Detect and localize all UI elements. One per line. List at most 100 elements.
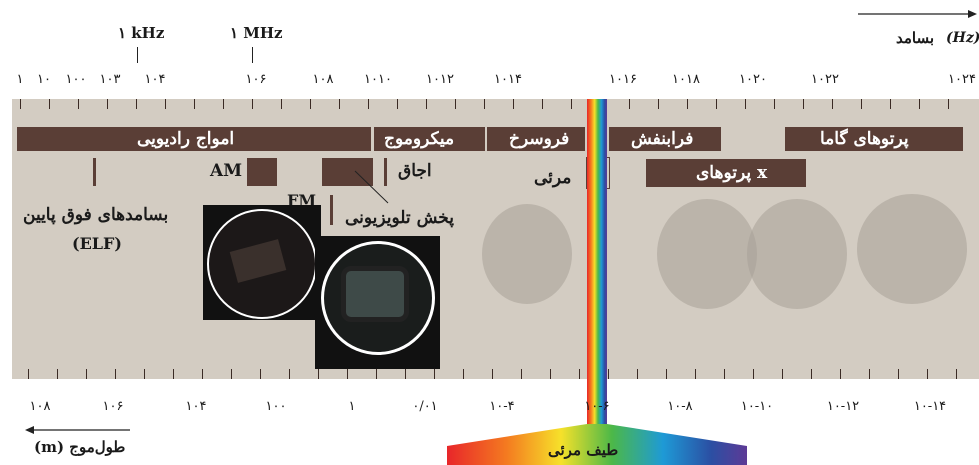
wavelength-tick (869, 369, 870, 379)
khz-label: ۱ kHz (118, 24, 165, 42)
wavelength-tick (28, 369, 29, 379)
frequency-tick (194, 99, 195, 109)
wavelength-tick-label: ۱۰۰ (265, 399, 287, 414)
ghost-image (747, 199, 847, 309)
wavelength-tick (898, 369, 899, 379)
band-gamma-label: پرتوهای گاما (820, 129, 909, 149)
mhz-line (252, 47, 253, 63)
frequency-tick (165, 99, 166, 109)
frequency-tick-label: ۱۰۲۴ (948, 72, 976, 87)
frequency-tick-label: ۱۰۰ (65, 72, 87, 87)
wavelength-tick (724, 369, 725, 379)
frequency-tick (484, 99, 485, 109)
tv-icon (341, 266, 409, 322)
am-label: AM (210, 161, 243, 181)
wavelength-tick (666, 369, 667, 379)
band-microwave-label: میکروموج (384, 129, 455, 149)
wavelength-tick (840, 369, 841, 379)
wavelength-tick-label: ۱۰-۴ (489, 399, 515, 414)
wavelength-tick (695, 369, 696, 379)
frequency-tick (832, 99, 833, 109)
frequency-tick (136, 99, 137, 109)
frequency-tick (948, 99, 949, 109)
band-radio-label: امواج رادیویی (137, 129, 235, 149)
wavelength-tick-label: ۱۰-۸ (667, 399, 693, 414)
elf-marker (93, 158, 96, 186)
frequency-tick (629, 99, 630, 109)
wavelength-tick-label: ۰/۰۱ (412, 399, 438, 414)
wavelength-tick-label: ۱ (348, 399, 356, 414)
band-gamma-rays: پرتوهای گاما (785, 127, 963, 151)
ghost-image (857, 194, 967, 304)
frequency-tick (455, 99, 456, 109)
ghost-image (657, 199, 757, 309)
wavelength-tick (956, 369, 957, 379)
radio-image (203, 205, 321, 320)
elf-label-abbr: (ELF) (72, 234, 122, 253)
frequency-tick (368, 99, 369, 109)
wavelength-tick (173, 369, 174, 379)
band-radio-waves: امواج رادیویی (17, 127, 371, 151)
khz-line (137, 47, 138, 63)
oven-label: اجاق (398, 161, 432, 181)
frequency-tick-label: ۱۰۱۲ (426, 72, 454, 87)
wavelength-tick (492, 369, 493, 379)
wavelength-tick (463, 369, 464, 379)
wavelength-tick-label: ۱۰۴ (185, 399, 207, 414)
wavelength-tick-label: ۱۰-۱۰ (740, 399, 774, 414)
frequency-tick (658, 99, 659, 109)
frequency-tick (78, 99, 79, 109)
frequency-tick (339, 99, 340, 109)
visible-spectrum-label: طیف مرئی (548, 441, 619, 459)
am-box (247, 158, 277, 186)
wavelength-tick (115, 369, 116, 379)
frequency-tick (774, 99, 775, 109)
wavelength-tick (927, 369, 928, 379)
frequency-tick (716, 99, 717, 109)
frequency-tick-label: ۱۰۱۰ (364, 72, 392, 87)
wavelength-tick (608, 369, 609, 379)
frequency-tick (571, 99, 572, 109)
wavelength-tick (637, 369, 638, 379)
frequency-tick (861, 99, 862, 109)
frequency-tick-label: ۱۰۱۶ (609, 72, 637, 87)
wavelength-tick (782, 369, 783, 379)
mhz-label: ۱ MHz (230, 24, 283, 42)
frequency-tick (426, 99, 427, 109)
wavelength-tick (260, 369, 261, 379)
frequency-tick (223, 99, 224, 109)
band-infrared: فروسرخ (487, 127, 585, 151)
wavelength-tick (753, 369, 754, 379)
frequency-tick (281, 99, 282, 109)
frequency-tick (745, 99, 746, 109)
frequency-axis-unit: (Hz) (946, 30, 979, 46)
frequency-tick-label: ۱۰ (37, 72, 51, 87)
frequency-tick (513, 99, 514, 109)
elf-label: بسامدهای فوق پایین (23, 205, 169, 225)
band-ultraviolet-label: فرابنفش (631, 129, 694, 149)
wavelength-tick-label: ۱۰-۱۲ (826, 399, 860, 414)
frequency-tick-label: ۱۰۲۲ (811, 72, 839, 87)
wavelength-tick (318, 369, 319, 379)
visible-label: مرئی (534, 168, 572, 188)
wavelength-tick (434, 369, 435, 379)
television-image (315, 236, 440, 369)
frequency-tick-label: ۱۰۱۸ (672, 72, 700, 87)
frequency-tick-label: ۱۰۱۴ (494, 72, 522, 87)
frequency-tick (252, 99, 253, 109)
frequency-tick-label: ۱۰۴ (144, 72, 166, 87)
frequency-tick-label: ۱۰۸ (312, 72, 334, 87)
wavelength-tick (347, 369, 348, 379)
frequency-tick (803, 99, 804, 109)
wavelength-tick (86, 369, 87, 379)
band-xray-label: پرتوهای x (696, 163, 768, 183)
fm-marker (330, 195, 333, 225)
frequency-tick (107, 99, 108, 109)
wavelength-tick (144, 369, 145, 379)
wavelength-tick-label: ۱۰۸ (29, 399, 51, 414)
wavelength-tick (811, 369, 812, 379)
frequency-tick (49, 99, 50, 109)
frequency-tick (310, 99, 311, 109)
wavelength-tick (579, 369, 580, 379)
